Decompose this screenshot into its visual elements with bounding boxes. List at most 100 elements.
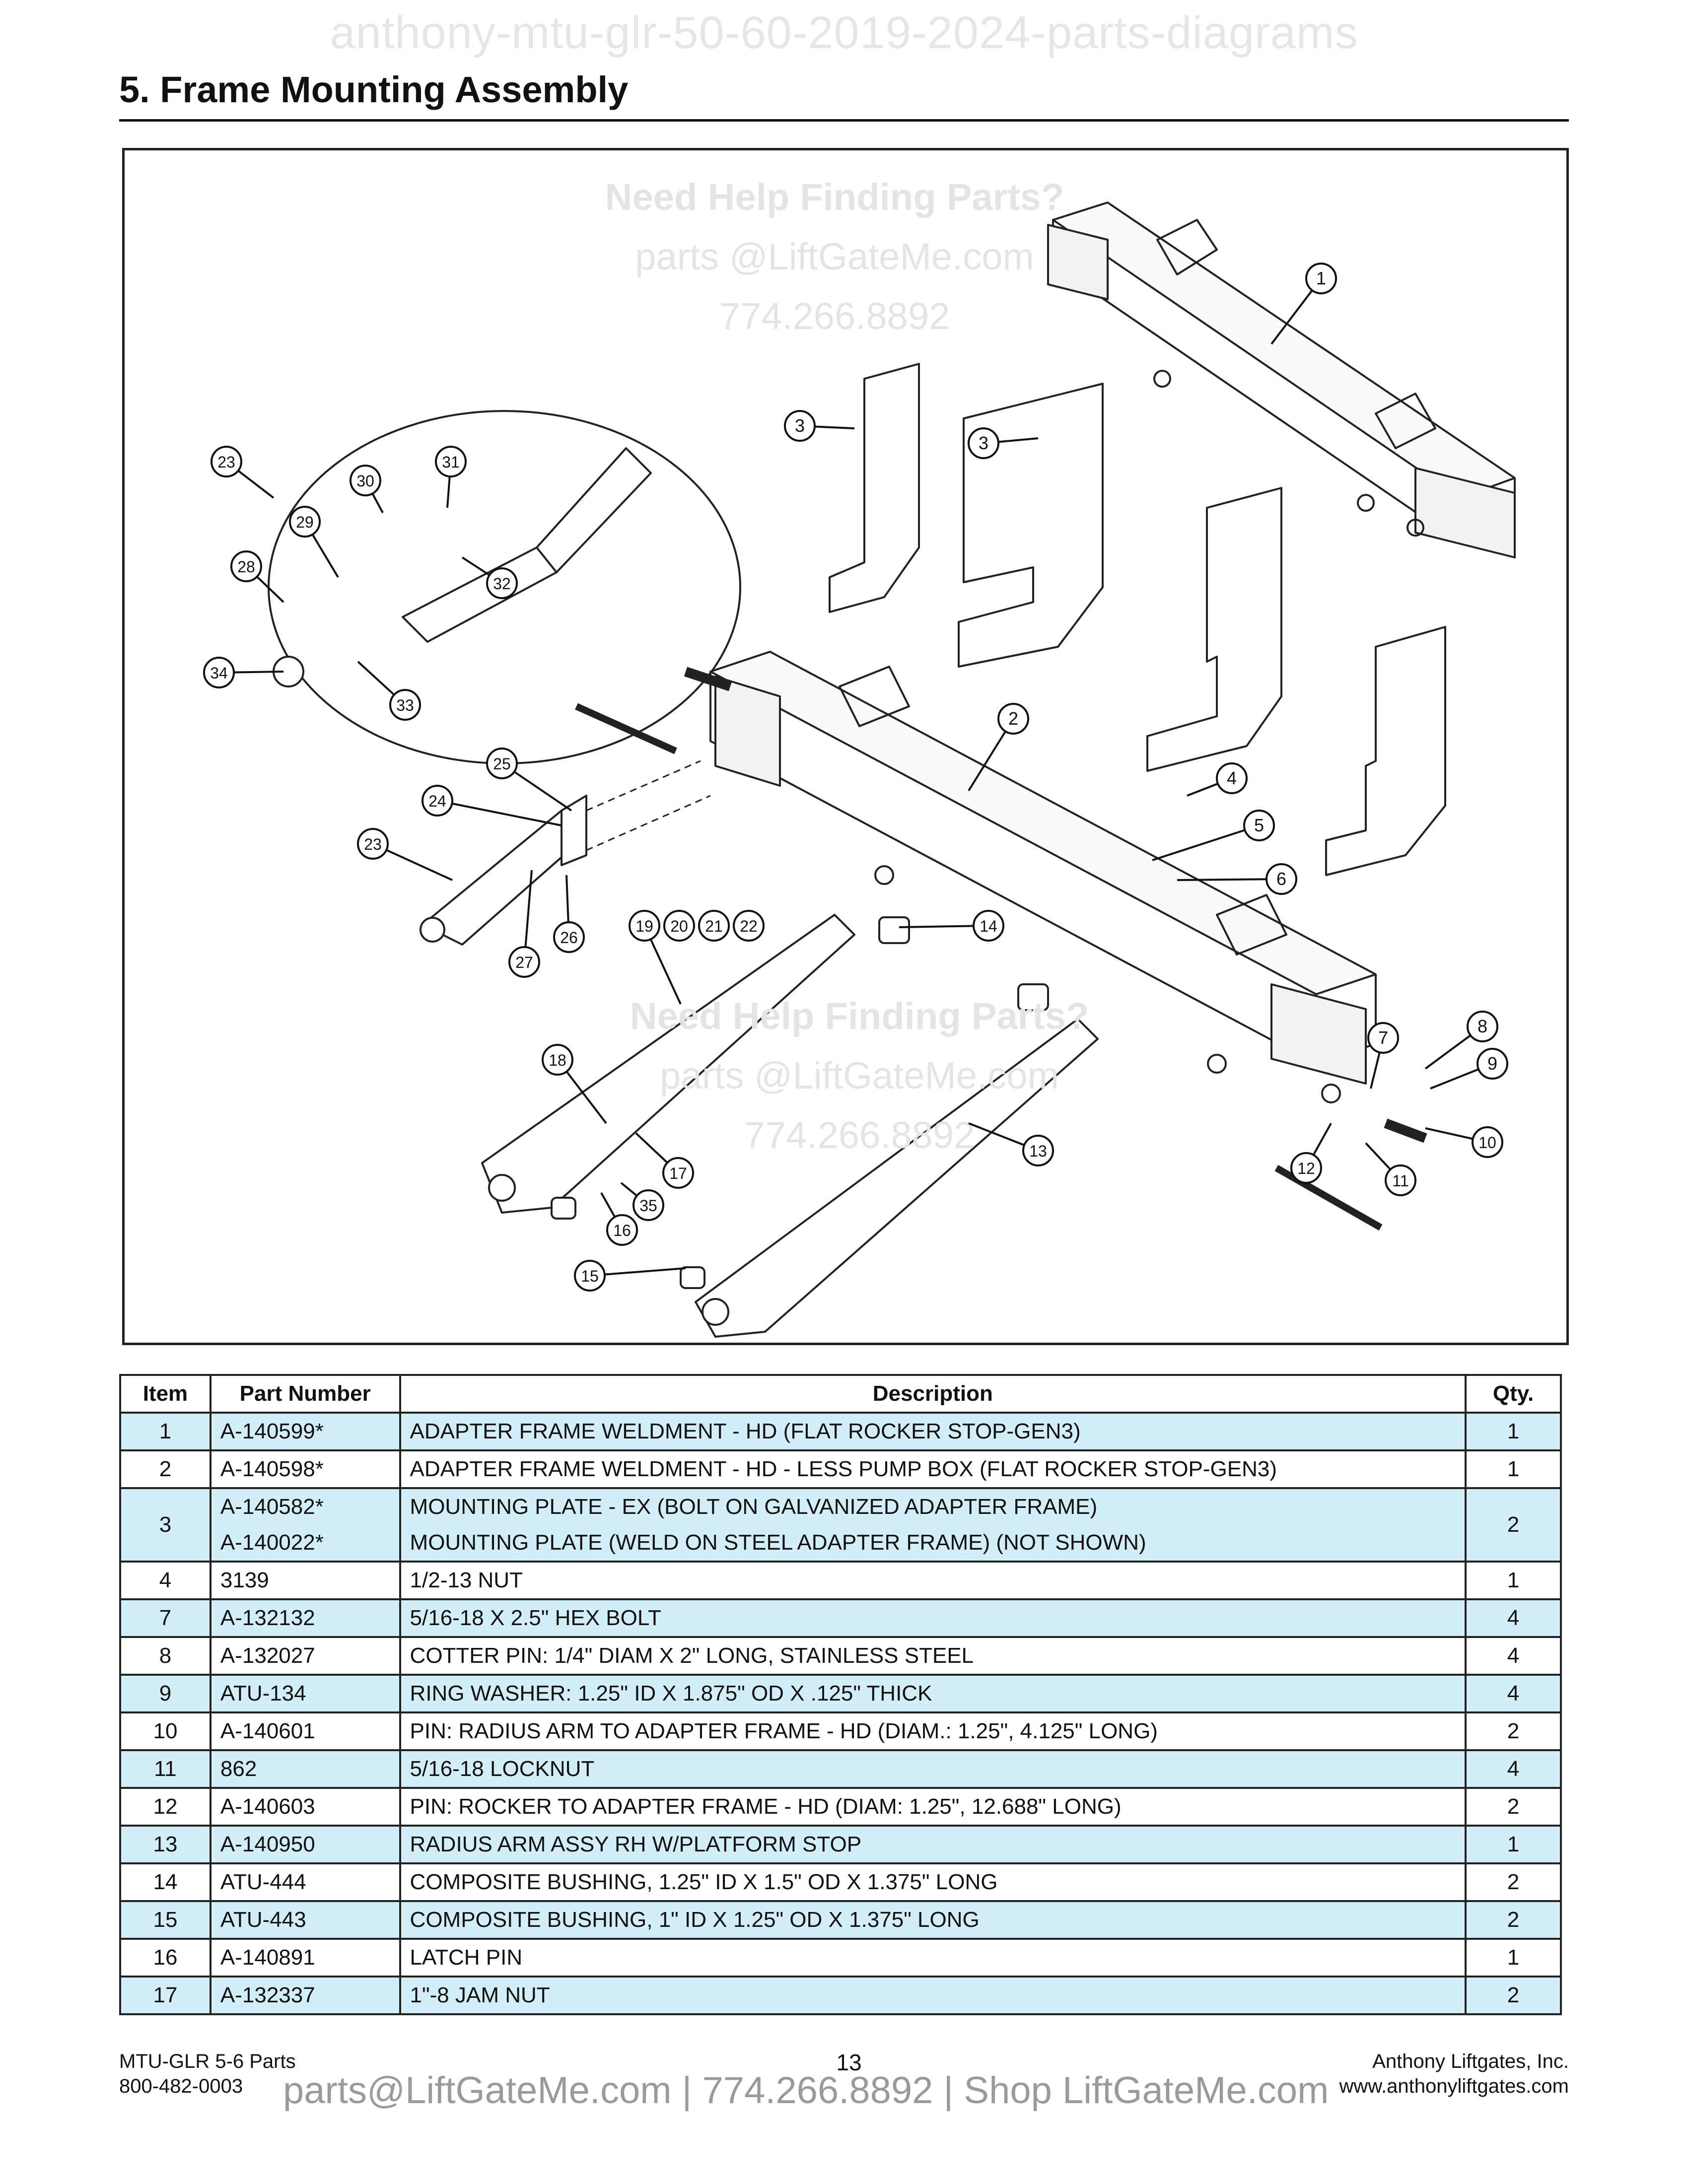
callout-number: 12 [1297,1160,1315,1177]
description-cell: COMPOSITE BUSHING, 1.25" ID X 1.5" OD X … [399,1862,1467,1902]
callout-balloon [784,410,816,442]
footer-watermark: parts@LiftGateMe.com | 774.266.8892 | Sh… [283,2069,1329,2112]
callout-balloon [633,1189,664,1221]
part-number: 3139 [220,1568,269,1592]
part-number: A-140603 [220,1794,315,1819]
callout-balloon [389,689,421,721]
part-number-cell: A-132132 [209,1598,401,1638]
bushing-15-a [551,1197,576,1220]
part-number: 862 [220,1757,257,1781]
callout-number: 3 [795,415,805,436]
part-number-cell: A-132027 [209,1636,401,1676]
callout-number: 17 [669,1164,687,1182]
description-cell: 5/16-18 LOCKNUT [399,1749,1467,1789]
callout-number: 32 [493,575,511,593]
callout-balloon [435,446,467,478]
callout-number: 19 [635,917,653,935]
callout-number: 18 [549,1051,566,1069]
part-description: ADAPTER FRAME WELDMENT - HD - LESS PUMP … [410,1457,1277,1481]
qty-cell: 2 [1465,1711,1562,1751]
description-cell: 5/16-18 X 2.5" HEX BOLT [399,1598,1467,1638]
callout-number: 16 [613,1222,631,1239]
part-number-cell: A-140601 [209,1711,401,1751]
part-number-cell: A-132337 [209,1976,401,2015]
part-description: PIN: ROCKER TO ADAPTER FRAME - HD (DIAM:… [410,1794,1122,1819]
callout-number: 30 [356,472,374,490]
part-description: 5/16-18 X 2.5" HEX BOLT [410,1606,661,1630]
callout-balloon [1472,1126,1503,1158]
item-cell: 3 [119,1487,211,1563]
callout-balloon [1477,1048,1508,1080]
qty-cell: 2 [1465,1787,1562,1827]
item-cell: 10 [119,1711,211,1751]
item-cell: 12 [119,1787,211,1827]
callout-balloon [606,1214,638,1246]
part-description: LATCH PIN [410,1945,523,1970]
part-number: ATU-444 [220,1870,306,1894]
table-row: 12 A-140603 PIN: ROCKER TO ADAPTER FRAME -… [119,1787,1562,1827]
radius-arm-18 [481,914,855,1214]
callout-number: 23 [364,835,382,853]
callout-number: 8 [1477,1016,1487,1036]
item-cell: 13 [119,1825,211,1864]
description-cell: MOUNTING PLATE - EX (BOLT ON GALVANIZED … [399,1487,1467,1563]
part-description: MOUNTING PLATE - EX (BOLT ON GALVANIZED … [410,1495,1098,1519]
callout-number: 27 [515,954,533,971]
part-number-cell: ATU-444 [209,1862,401,1902]
callout-leader [437,800,562,826]
callout-balloon [1367,1022,1399,1054]
callout-number: 13 [1029,1142,1047,1160]
part-number-cell: 3139 [209,1561,401,1600]
footer-website[interactable]: www.anthonyliftgates.com [1339,2075,1569,2097]
bushing-15-b [680,1266,705,1289]
part-number-cell: ATU-134 [209,1674,401,1713]
part-number: A-132337 [220,1983,315,2007]
callout-number: 25 [493,755,511,773]
qty-cell: 2 [1465,1487,1562,1563]
callout-number: 14 [980,917,997,935]
qty-cell: 4 [1465,1636,1562,1676]
diagram-watermark-4: Need Help Finding Parts? [630,995,1089,1037]
qty-cell: 1 [1465,1561,1562,1600]
description-cell: ADAPTER FRAME WELDMENT - HD (FLAT ROCKER… [399,1412,1467,1451]
part-number-cell: ATU-443 [209,1900,401,1940]
part-number: A-140950 [220,1832,315,1856]
description-cell: COMPOSITE BUSHING, 1" ID X 1.25" OD X 1.… [399,1900,1467,1940]
bushing-14-a [878,916,910,944]
radius-arm-23 [420,795,587,946]
callout-balloon [733,910,765,942]
callout-balloon [1290,1152,1322,1184]
adapter-frame-1 [1047,202,1516,558]
callout-number: 33 [396,696,414,714]
callout-balloon [1385,1164,1416,1196]
callout-balloon [1266,863,1297,895]
description-cell: RING WASHER: 1.25" ID X 1.875" OD X .125… [399,1674,1467,1713]
callout-balloon [997,703,1029,735]
callout-balloon [350,465,381,496]
pin-10 [1384,1118,1427,1143]
callout-number: 35 [639,1197,657,1215]
callout-balloon [1243,810,1275,841]
description-cell: PIN: RADIUS ARM TO ADAPTER FRAME - HD (D… [399,1711,1467,1751]
header-description: Description [399,1374,1467,1414]
part-description: ADAPTER FRAME WELDMENT - HD (FLAT ROCKER… [410,1419,1081,1443]
part-number-cell: A-140582*A-140022* [209,1487,401,1563]
part-number: A-140022* [220,1530,324,1555]
part-description: COTTER PIN: 1/4" DIAM X 2" LONG, STAINLE… [410,1643,974,1668]
callout-number: 29 [296,513,314,531]
part-number-cell: 862 [209,1749,401,1789]
callout-balloon [698,910,730,942]
qty-cell: 4 [1465,1674,1562,1713]
footer-company: Anthony Liftgates, Inc. [1372,2050,1569,2072]
header-item: Item [119,1374,211,1414]
callout-balloon [663,910,695,942]
callout-balloon [973,910,1004,942]
